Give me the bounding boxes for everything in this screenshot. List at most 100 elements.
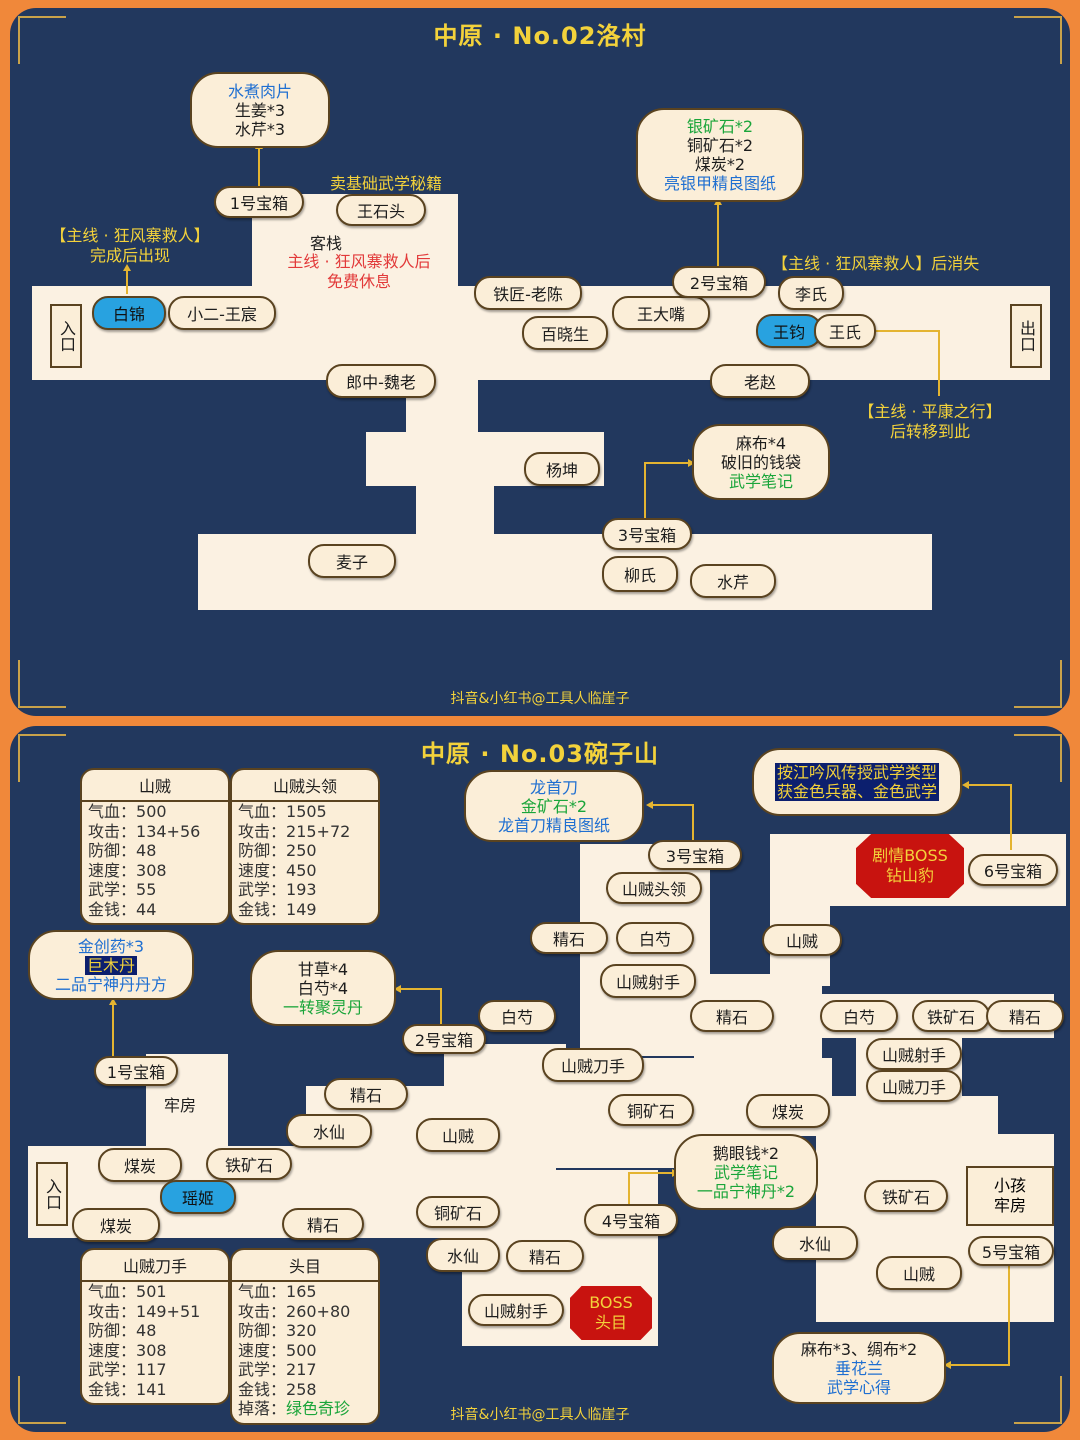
- resource-meitan[interactable]: 煤炭: [746, 1094, 830, 1128]
- chest5-marker[interactable]: 5号宝箱: [968, 1236, 1054, 1266]
- pointer-line: [938, 330, 940, 396]
- stat-row: 防御：48: [88, 1321, 157, 1340]
- chest2-marker[interactable]: 2号宝箱: [402, 1024, 486, 1054]
- pointer-line: [717, 204, 719, 270]
- item-text: 麻布*3、绸布*2: [800, 1339, 918, 1359]
- chest6-marker[interactable]: 6号宝箱: [968, 854, 1058, 886]
- enemy-shanzeisheshou[interactable]: 山贼射手: [866, 1038, 962, 1070]
- enemy-shanzeidaoshou[interactable]: 山贼刀手: [542, 1048, 644, 1082]
- boss-toumu[interactable]: BOSS 头目: [570, 1286, 652, 1340]
- npc-maizi[interactable]: 麦子: [308, 544, 396, 578]
- npc-wangdazui[interactable]: 王大嘴: [612, 296, 710, 330]
- resource-meitan[interactable]: 煤炭: [72, 1208, 160, 1242]
- pointer-line: [692, 804, 694, 842]
- npc-yaoji[interactable]: 瑶姬: [160, 1180, 236, 1214]
- credit-text: 抖音&小红书@工具人临崖子: [450, 691, 630, 707]
- chest4-marker[interactable]: 4号宝箱: [584, 1204, 678, 1236]
- npc-baijin[interactable]: 白锦: [92, 296, 166, 330]
- resource-jingshi[interactable]: 精石: [282, 1208, 364, 1240]
- stat-row: 攻击：134+56: [88, 821, 201, 841]
- item-text: 一品宁神丹*2: [696, 1181, 796, 1201]
- inn-label: 客栈: [310, 234, 343, 253]
- resource-jingshi[interactable]: 精石: [506, 1240, 584, 1272]
- npc-langzhong[interactable]: 郎中-魏老: [326, 364, 436, 398]
- stat-card-shanzeidaoshou: 山贼刀手 气血：501 攻击：149+51 防御：48 速度：308 武学：11…: [80, 1248, 230, 1405]
- note-right: 【主线 · 狂风寨救人】后消失: [772, 254, 980, 273]
- corner-ornament: [1014, 16, 1062, 64]
- stat-row: 防御：320: [238, 1321, 317, 1340]
- prison-label: 牢房: [164, 1096, 197, 1115]
- resource-tongkuangshi[interactable]: 铜矿石: [416, 1196, 500, 1228]
- npc-liushi[interactable]: 柳氏: [602, 556, 678, 592]
- resource-jingshi[interactable]: 精石: [324, 1078, 408, 1110]
- pointer-line: [1008, 1262, 1010, 1366]
- corner-ornament: [1014, 660, 1062, 708]
- npc-lishi[interactable]: 李氏: [778, 276, 844, 310]
- resource-tongkuangshi[interactable]: 铜矿石: [608, 1094, 694, 1126]
- item-text: 煤炭*2: [694, 155, 746, 174]
- resource-jingshi[interactable]: 精石: [530, 922, 608, 954]
- enemy-shanzei[interactable]: 山贼: [876, 1256, 962, 1290]
- npc-tiejiang[interactable]: 铁匠-老陈: [474, 276, 582, 310]
- chest3-marker[interactable]: 3号宝箱: [602, 518, 692, 550]
- resource-jingshi[interactable]: 精石: [690, 1000, 774, 1032]
- item-text: 按江吟风传授武学类型: [774, 763, 939, 782]
- note-line: 【主线 · 平康之行】: [858, 402, 1002, 421]
- item-text: 水煮肉片: [227, 81, 292, 101]
- resource-baishao[interactable]: 白芍: [820, 1000, 898, 1032]
- stat-card-title: 山贼: [82, 770, 228, 802]
- resource-shuixian[interactable]: 水仙: [286, 1114, 372, 1148]
- resource-tiekuangshi[interactable]: 铁矿石: [206, 1148, 292, 1180]
- stat-row: 武学：193: [238, 880, 317, 899]
- arrow-icon: [962, 781, 969, 789]
- stat-row: 掉落：绿色奇珍: [238, 1399, 351, 1418]
- stat-row: 气血：501: [88, 1282, 167, 1301]
- resource-baishao[interactable]: 白芍: [478, 1000, 556, 1032]
- npc-xiaoer[interactable]: 小二-王宸: [168, 296, 276, 330]
- pointer-line: [644, 462, 646, 520]
- room-line: 牢房: [993, 1196, 1026, 1215]
- enemy-shanzeitouling[interactable]: 山贼头领: [606, 872, 702, 904]
- resource-tiekuangshi[interactable]: 铁矿石: [912, 1000, 990, 1032]
- enemy-shanzei[interactable]: 山贼: [762, 924, 842, 956]
- item-text: 巨木丹: [84, 955, 137, 975]
- chest1-marker[interactable]: 1号宝箱: [94, 1056, 178, 1086]
- stat-row: 速度：450: [238, 860, 317, 880]
- chest1-marker[interactable]: 1号宝箱: [214, 186, 304, 218]
- enemy-shanzeisheshou[interactable]: 山贼射手: [468, 1294, 564, 1326]
- resource-tiekuangshi[interactable]: 铁矿石: [864, 1180, 948, 1212]
- item-text: 一转聚灵丹: [282, 997, 363, 1017]
- resource-baishao[interactable]: 白芍: [616, 922, 694, 954]
- npc-wangjun[interactable]: 王钧: [756, 314, 822, 348]
- item-text: 亮银甲精良图纸: [663, 174, 776, 193]
- npc-yangkun[interactable]: 杨坤: [524, 452, 600, 486]
- boss-line: 头目: [594, 1313, 627, 1332]
- npc-wangshi[interactable]: 王氏: [814, 314, 876, 348]
- resource-meitan[interactable]: 煤炭: [98, 1148, 182, 1182]
- stat-row: 武学：117: [88, 1360, 167, 1379]
- enemy-shanzeisheshou[interactable]: 山贼射手: [600, 964, 696, 998]
- boss-story-zuanshanbao[interactable]: 剧情BOSS 钻山豹: [856, 834, 964, 898]
- boss-line: 剧情BOSS: [872, 846, 948, 865]
- enemy-shanzei[interactable]: 山贼: [416, 1118, 500, 1152]
- resource-jingshi[interactable]: 精石: [986, 1000, 1064, 1032]
- npc-laozhao[interactable]: 老赵: [710, 364, 810, 398]
- resource-shuixian[interactable]: 水仙: [426, 1238, 500, 1272]
- note-line: 后转移到此: [889, 422, 970, 441]
- stat-row: 金钱：44: [88, 899, 157, 919]
- chest2-contents: 甘草*4 白芍*4 一转聚灵丹: [250, 950, 396, 1026]
- stat-card-title: 山贼头领: [232, 770, 378, 802]
- resource-shuixian[interactable]: 水仙: [772, 1226, 858, 1260]
- npc-wangshitou[interactable]: 王石头: [336, 194, 426, 226]
- item-text: 武学笔记: [728, 471, 793, 491]
- enemy-shanzeidaoshou[interactable]: 山贼刀手: [866, 1070, 962, 1102]
- chest2-marker[interactable]: 2号宝箱: [672, 266, 766, 298]
- npc-baixiaosheng[interactable]: 百晓生: [522, 316, 608, 350]
- pointer-line: [968, 784, 1012, 786]
- item-shuiqin[interactable]: 水芹: [690, 564, 776, 598]
- item-text: 银矿石*2: [686, 117, 754, 136]
- item-text: 获金色兵器、金色武学: [774, 782, 939, 801]
- chest3-marker[interactable]: 3号宝箱: [648, 840, 742, 870]
- pointer-line: [644, 462, 690, 464]
- note-line: 【主线 · 狂风寨救人】: [50, 226, 210, 245]
